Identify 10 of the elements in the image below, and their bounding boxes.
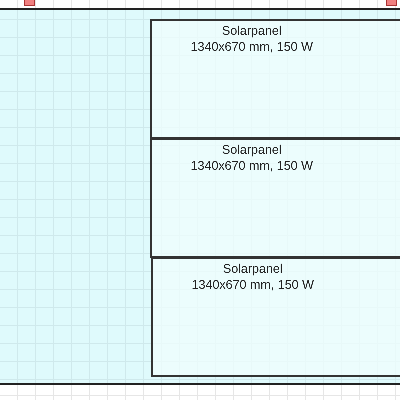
roof-area (0, 8, 400, 385)
panel-specs: 1340x670 mm, 150 W (190, 39, 314, 55)
panel-title: Solarpanel (221, 142, 283, 158)
panel-title: Solarpanel (222, 261, 284, 277)
panel-specs: 1340x670 mm, 150 W (190, 277, 316, 293)
solar-panel-box (150, 19, 400, 139)
solar-panel-box (150, 138, 400, 258)
panel-title: Solarpanel (221, 23, 283, 39)
panel-specs: 1340x670 mm, 150 W (190, 158, 314, 174)
solar-panel-box (151, 257, 400, 377)
